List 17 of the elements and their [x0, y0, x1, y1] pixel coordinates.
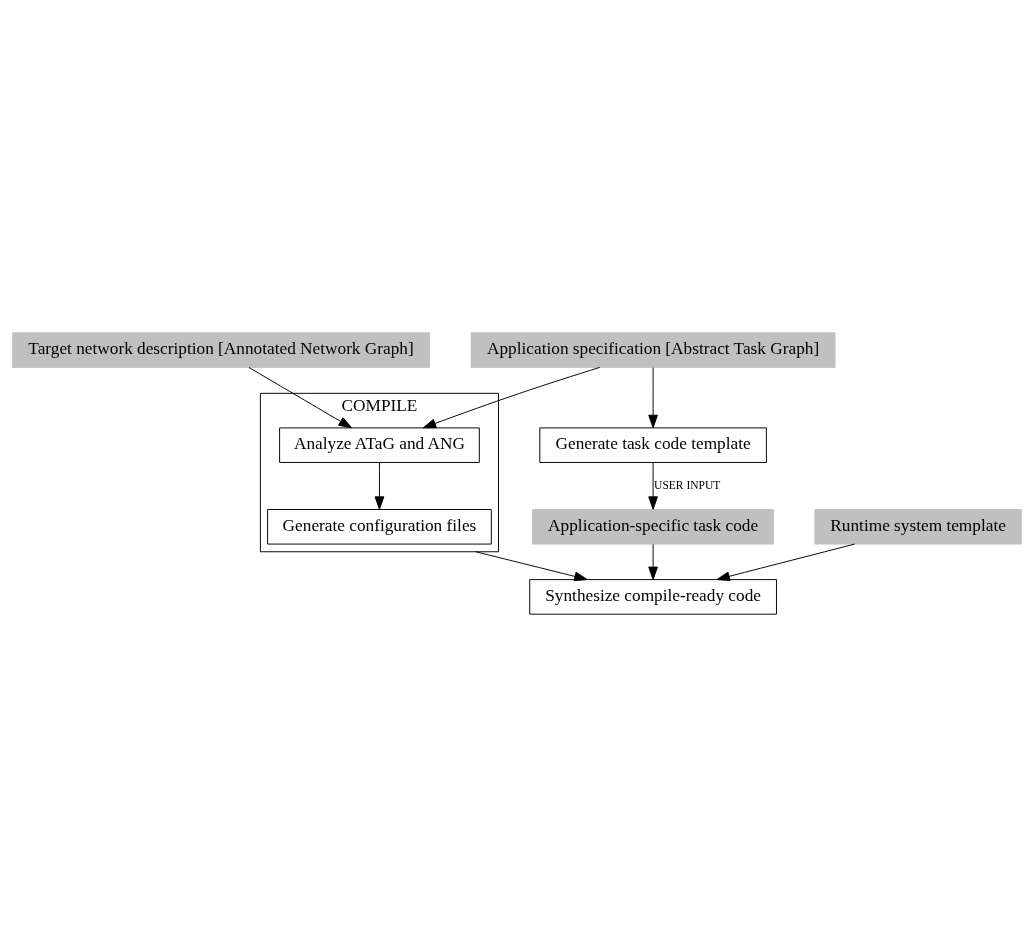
node-box: Generate configuration files — [267, 509, 492, 545]
node-box: Application specification [Abstract Task Graph] — [470, 332, 836, 368]
arrow — [648, 462, 658, 510]
node-box: Synthesize compile-ready code — [529, 579, 777, 615]
arrow — [648, 367, 658, 429]
node-box: Target network description [Annotated Network Graph] — [12, 332, 430, 368]
node-box: Analyze ATaG and ANG — [279, 427, 480, 463]
arrow — [374, 462, 385, 510]
edge-label: USER INPUT — [654, 478, 721, 491]
arrow — [422, 366, 601, 429]
node-box: Runtime system template — [814, 509, 1022, 545]
arrow — [475, 551, 588, 582]
arrow — [248, 367, 352, 429]
arrow — [716, 543, 856, 582]
arrow — [648, 543, 658, 581]
node-box: Application-specific task code — [532, 509, 775, 545]
node-box: Generate task code template — [539, 427, 767, 463]
